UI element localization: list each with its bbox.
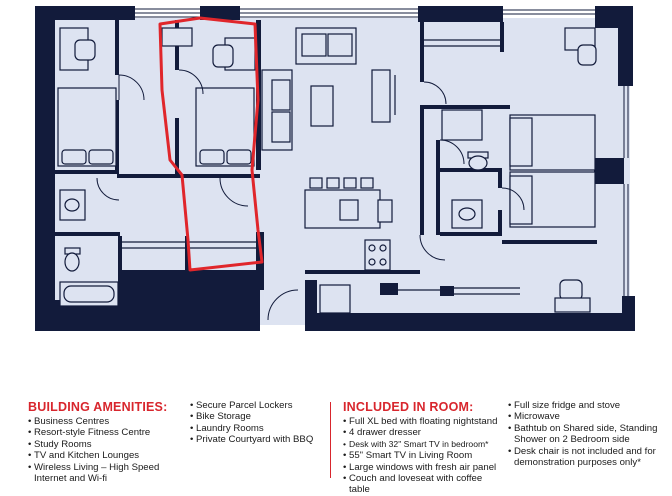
included-in-room-list-2: Full size fridge and stove Microwave Bat… xyxy=(508,400,666,468)
list-item: 4 drawer dresser xyxy=(343,427,505,439)
windows xyxy=(135,8,629,296)
interior-walls xyxy=(55,20,597,274)
building-amenities-list: Business Centres Resort-style Fitness Ce… xyxy=(28,416,168,484)
list-item: Business Centres xyxy=(28,416,168,428)
list-item: Resort-style Fitness Centre xyxy=(28,427,168,439)
list-item: Desk chair is not included and for demon… xyxy=(508,446,666,469)
building-amenities-section-2: Secure Parcel Lockers Bike Storage Laund… xyxy=(190,400,330,446)
list-item: Large windows with fresh air panel xyxy=(343,462,505,474)
included-in-room-list: Full XL bed with floating nightstand 4 d… xyxy=(343,416,505,496)
included-in-room-section: INCLUDED IN ROOM: Full XL bed with float… xyxy=(343,400,505,496)
exterior-walls xyxy=(35,6,635,331)
building-amenities-heading: BUILDING AMENITIES: xyxy=(28,400,168,414)
list-item: Laundry Rooms xyxy=(190,423,330,435)
list-item: Desk with 32" Smart TV in bedroom* xyxy=(343,439,505,451)
list-item: Full size fridge and stove xyxy=(508,400,666,412)
door-swings xyxy=(96,69,525,321)
list-item: 55" Smart TV in Living Room xyxy=(343,450,505,462)
building-amenities-section: BUILDING AMENITIES: Business Centres Res… xyxy=(28,400,168,484)
list-item: Microwave xyxy=(508,411,666,423)
included-in-room-heading: INCLUDED IN ROOM: xyxy=(343,400,474,414)
floor-plan xyxy=(35,6,635,331)
building-amenities-list-2: Secure Parcel Lockers Bike Storage Laund… xyxy=(190,400,330,446)
highlighted-room-outline xyxy=(158,16,264,272)
furniture xyxy=(57,27,597,314)
list-item: Private Courtyard with BBQ xyxy=(190,434,330,446)
list-item: TV and Kitchen Lounges xyxy=(28,450,168,462)
included-in-room-section-2: Full size fridge and stove Microwave Bat… xyxy=(508,400,666,468)
list-item: Full XL bed with floating nightstand xyxy=(343,416,505,428)
list-item: Couch and loveseat with coffee table xyxy=(343,473,505,496)
list-item: Secure Parcel Lockers xyxy=(190,400,330,412)
list-item: Bathtub on Shared side, Standing Shower … xyxy=(508,423,666,446)
list-item: Bike Storage xyxy=(190,411,330,423)
list-item: Study Rooms xyxy=(28,439,168,451)
section-divider xyxy=(330,402,331,478)
list-item: Wireless Living – High Speed Internet an… xyxy=(28,462,168,485)
